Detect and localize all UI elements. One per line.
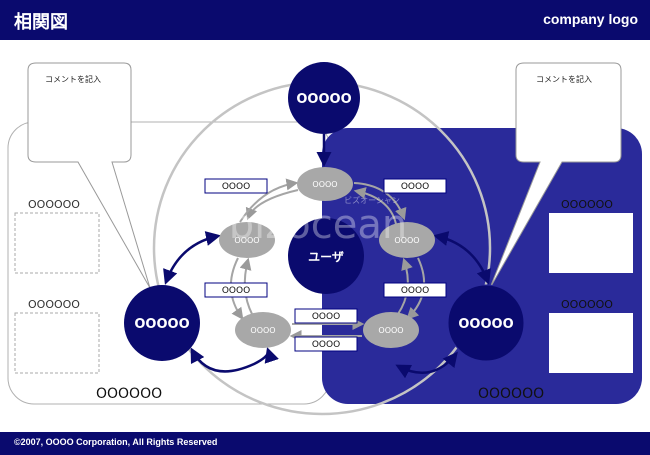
- watermark: bizocean: [229, 202, 407, 248]
- left-placeholder-box-2: [14, 312, 100, 374]
- node-top-label: OOOOO: [296, 92, 351, 107]
- arrow-left-big-to-left-small: [163, 231, 221, 285]
- relation-label-4: OOOO: [401, 286, 429, 296]
- relation-label-3: OOOO: [222, 286, 250, 296]
- node-right-label: OOOOO: [458, 317, 513, 332]
- small-node-top: [297, 167, 353, 201]
- watermark-sub: ビズオーシャン: [344, 195, 400, 205]
- small-node-top-label: OOOO: [312, 180, 337, 189]
- small-node-left-label: OOOO: [234, 236, 259, 245]
- small-node-bottom-right-label: OOOO: [378, 326, 403, 335]
- relation-box-4: [383, 282, 447, 298]
- connector-top-to-left-small: [245, 189, 299, 221]
- connector-right-small-to-top: [353, 187, 397, 225]
- right-callout-text: コメントを記入: [536, 74, 592, 84]
- right-box-label-2: OOOOOO: [561, 298, 613, 311]
- right-callout-bubble: [489, 62, 622, 289]
- company-logo: company logo: [543, 11, 638, 27]
- relation-box-6: [294, 336, 358, 352]
- arrow-right-big-to-bottom-small: [395, 351, 458, 379]
- node-center-label: ユーザ: [308, 250, 344, 264]
- footer-bar: ©2007, OOOO Corporation, All Rights Rese…: [0, 432, 650, 455]
- left-callout-text: コメントを記入: [45, 74, 101, 84]
- left-placeholder-box-1: [14, 212, 100, 274]
- relation-label-2: OOOO: [401, 182, 429, 192]
- left-callout-bubble: [27, 62, 151, 289]
- arrow-left-big-to-bottom-small: [190, 347, 279, 373]
- relation-box-2: [383, 178, 447, 194]
- node-left-label: OOOOO: [134, 317, 189, 332]
- arrow-right-big-to-right-small: [433, 231, 491, 285]
- page-title: 相関図: [14, 12, 68, 33]
- right-placeholder-box-1: [549, 213, 633, 273]
- small-node-left: [219, 222, 275, 258]
- relation-label-6: OOOO: [312, 340, 340, 350]
- header-bar: 相関図 company logo: [0, 0, 650, 40]
- node-top: [288, 62, 360, 134]
- node-center-user: [288, 218, 364, 294]
- relation-box-5: [294, 308, 358, 324]
- right-group-label: OOOOOO: [478, 386, 544, 402]
- left-box-label-2: OOOOOO: [28, 298, 80, 311]
- relation-label-1: OOOO: [222, 182, 250, 192]
- node-right: [447, 284, 525, 362]
- copyright-text: ©2007, OOOO Corporation, All Rights Rese…: [14, 437, 218, 447]
- small-node-bottom-left-label: OOOO: [250, 326, 275, 335]
- left-box-label-1: OOOOOO: [28, 198, 80, 211]
- navy-connectors: [163, 134, 491, 379]
- small-node-right-label: OOOO: [394, 236, 419, 245]
- small-node-bottom-right: [363, 312, 419, 348]
- right-box-label-1: OOOOOO: [561, 198, 613, 211]
- small-node-bottom-left: [235, 312, 291, 348]
- right-placeholder-box-2: [549, 313, 633, 373]
- left-group-label: OOOOOO: [96, 386, 162, 402]
- connector-left-small-to-top: [239, 178, 299, 223]
- relation-box-3: [204, 282, 268, 298]
- relation-box-1: [204, 178, 268, 194]
- small-node-right: [379, 222, 435, 258]
- node-left: [124, 285, 200, 361]
- relation-label-5: OOOO: [312, 312, 340, 322]
